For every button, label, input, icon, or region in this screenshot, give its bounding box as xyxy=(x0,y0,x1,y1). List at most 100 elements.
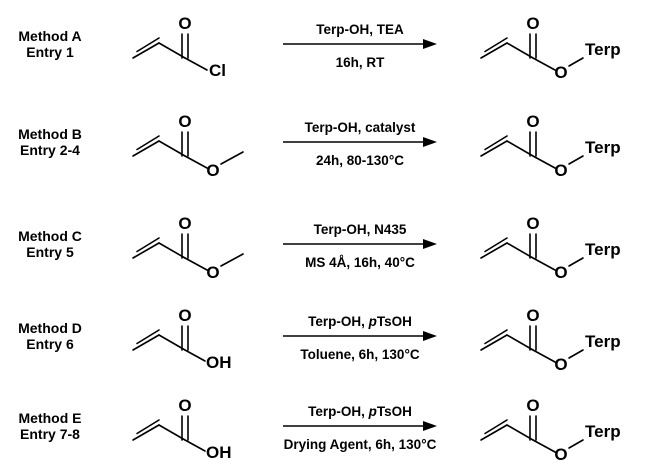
reactant-ch-bond xyxy=(158,424,186,441)
reactant-methyl-bond xyxy=(220,253,244,267)
product-ch-bond xyxy=(506,42,534,59)
reactant-vinyl-bond xyxy=(132,242,160,259)
product-terp-group: Terp xyxy=(585,138,621,157)
conditions-reagents-part: Terp-OH, TEA xyxy=(316,22,404,37)
product-o-terp-bond xyxy=(568,349,584,359)
reactant-structure: O Cl xyxy=(132,14,226,80)
reactant-methyl-bond xyxy=(220,151,244,165)
conditions-reagents-part: Terp-OH, xyxy=(308,404,369,419)
reactant-vinyl-double-bond xyxy=(136,37,160,53)
reactant-vinyl-double-bond xyxy=(136,237,160,253)
arrow-head xyxy=(423,39,437,49)
product-o-terp-bond xyxy=(568,439,584,449)
conditions-reagents-part: TsOH xyxy=(377,314,412,329)
reactant-chlorine: Cl xyxy=(209,61,226,80)
product-o-terp-bond xyxy=(568,57,584,67)
reactant-c-oh-bond xyxy=(184,349,206,362)
conditions-reagents: Terp-OH, catalyst xyxy=(305,120,416,135)
conditions-time-temp: 16h, RT xyxy=(336,55,386,70)
conditions-time-temp: 24h, 80-130°C xyxy=(316,153,404,168)
method-label: Method E xyxy=(19,410,82,426)
product-terp-group: Terp xyxy=(585,422,621,441)
reactant-vinyl-bond xyxy=(132,424,160,441)
conditions-reagents: Terp-OH, pTsOH xyxy=(308,404,412,419)
entry-label: Entry 2-4 xyxy=(20,142,80,158)
method-label: Method C xyxy=(18,228,82,244)
reactant-structure: OO xyxy=(132,214,244,282)
reactant-carbonyl-oxygen: O xyxy=(178,112,191,131)
conditions-reagents-part: TsOH xyxy=(377,404,412,419)
reactant-carbonyl-oxygen: O xyxy=(178,214,191,233)
product-c-o-bond xyxy=(532,57,556,71)
product-ester-oxygen: O xyxy=(554,63,567,82)
reactant-carbonyl-oxygen: O xyxy=(178,306,191,325)
product-ch-bond xyxy=(506,334,534,351)
product-ester-oxygen: O xyxy=(554,263,567,282)
reactant-vinyl-bond xyxy=(132,42,160,59)
product-o-terp-bond xyxy=(568,257,584,267)
method-label: Method D xyxy=(18,320,82,336)
product-structure: O O Terp xyxy=(480,14,621,82)
conditions-reagents-part: Terp-OH, N435 xyxy=(314,222,407,237)
product-carbonyl-oxygen: O xyxy=(526,396,539,415)
product-vinyl-double-bond xyxy=(484,135,508,151)
product-vinyl-double-bond xyxy=(484,237,508,253)
product-ch-bond xyxy=(506,242,534,259)
reactant-hydroxyl: OH xyxy=(206,353,232,372)
product-carbonyl-oxygen: O xyxy=(526,14,539,33)
product-c-o-bond xyxy=(532,439,556,453)
conditions-reagents-part: Terp-OH, xyxy=(308,314,369,329)
product-terp-group: Terp xyxy=(585,40,621,59)
product-terp-group: Terp xyxy=(585,240,621,259)
reactant-carbonyl-oxygen: O xyxy=(178,396,191,415)
reactant-c-o-bond xyxy=(184,155,208,169)
conditions-reagents: Terp-OH, TEA xyxy=(316,22,404,37)
product-vinyl-bond xyxy=(480,140,508,157)
method-label: Method A xyxy=(18,28,81,44)
reactant-c-o-bond xyxy=(184,257,208,271)
entry-label: Entry 6 xyxy=(26,336,74,352)
entry-label: Entry 1 xyxy=(26,44,74,60)
product-vinyl-bond xyxy=(480,424,508,441)
product-c-o-bond xyxy=(532,257,556,271)
arrow-head xyxy=(423,421,437,431)
reactant-ch-bond xyxy=(158,140,186,157)
product-c-o-bond xyxy=(532,155,556,169)
reactant-structure: O OH xyxy=(132,396,232,462)
product-vinyl-double-bond xyxy=(484,37,508,53)
product-carbonyl-oxygen: O xyxy=(526,214,539,233)
reactant-c-cl-bond xyxy=(184,57,208,71)
product-terp-group: Terp xyxy=(585,332,621,351)
reactant-vinyl-bond xyxy=(132,140,160,157)
product-vinyl-bond xyxy=(480,42,508,59)
conditions-time-temp: Toluene, 6h, 130°C xyxy=(300,347,419,362)
product-structure: O O Terp xyxy=(480,214,621,282)
entry-label: Entry 7-8 xyxy=(20,426,80,442)
reactant-ester-oxygen: O xyxy=(206,263,219,282)
arrow-head xyxy=(423,239,437,249)
product-ch-bond xyxy=(506,424,534,441)
product-vinyl-double-bond xyxy=(484,419,508,435)
conditions-reagents-part: p xyxy=(368,404,377,419)
reactant-carbonyl-oxygen: O xyxy=(178,14,191,33)
arrow-head xyxy=(423,331,437,341)
product-ester-oxygen: O xyxy=(554,445,567,464)
reactant-vinyl-double-bond xyxy=(136,419,160,435)
reactant-structure: OO xyxy=(132,112,244,180)
product-carbonyl-oxygen: O xyxy=(526,112,539,131)
reactant-ch-bond xyxy=(158,334,186,351)
product-vinyl-bond xyxy=(480,334,508,351)
conditions-time-temp: MS 4Å, 16h, 40°C xyxy=(305,255,415,270)
entry-label: Entry 5 xyxy=(26,244,74,260)
reactant-vinyl-bond xyxy=(132,334,160,351)
product-vinyl-double-bond xyxy=(484,329,508,345)
reactant-structure: O OH xyxy=(132,306,232,372)
reactant-hydroxyl: OH xyxy=(206,443,232,462)
